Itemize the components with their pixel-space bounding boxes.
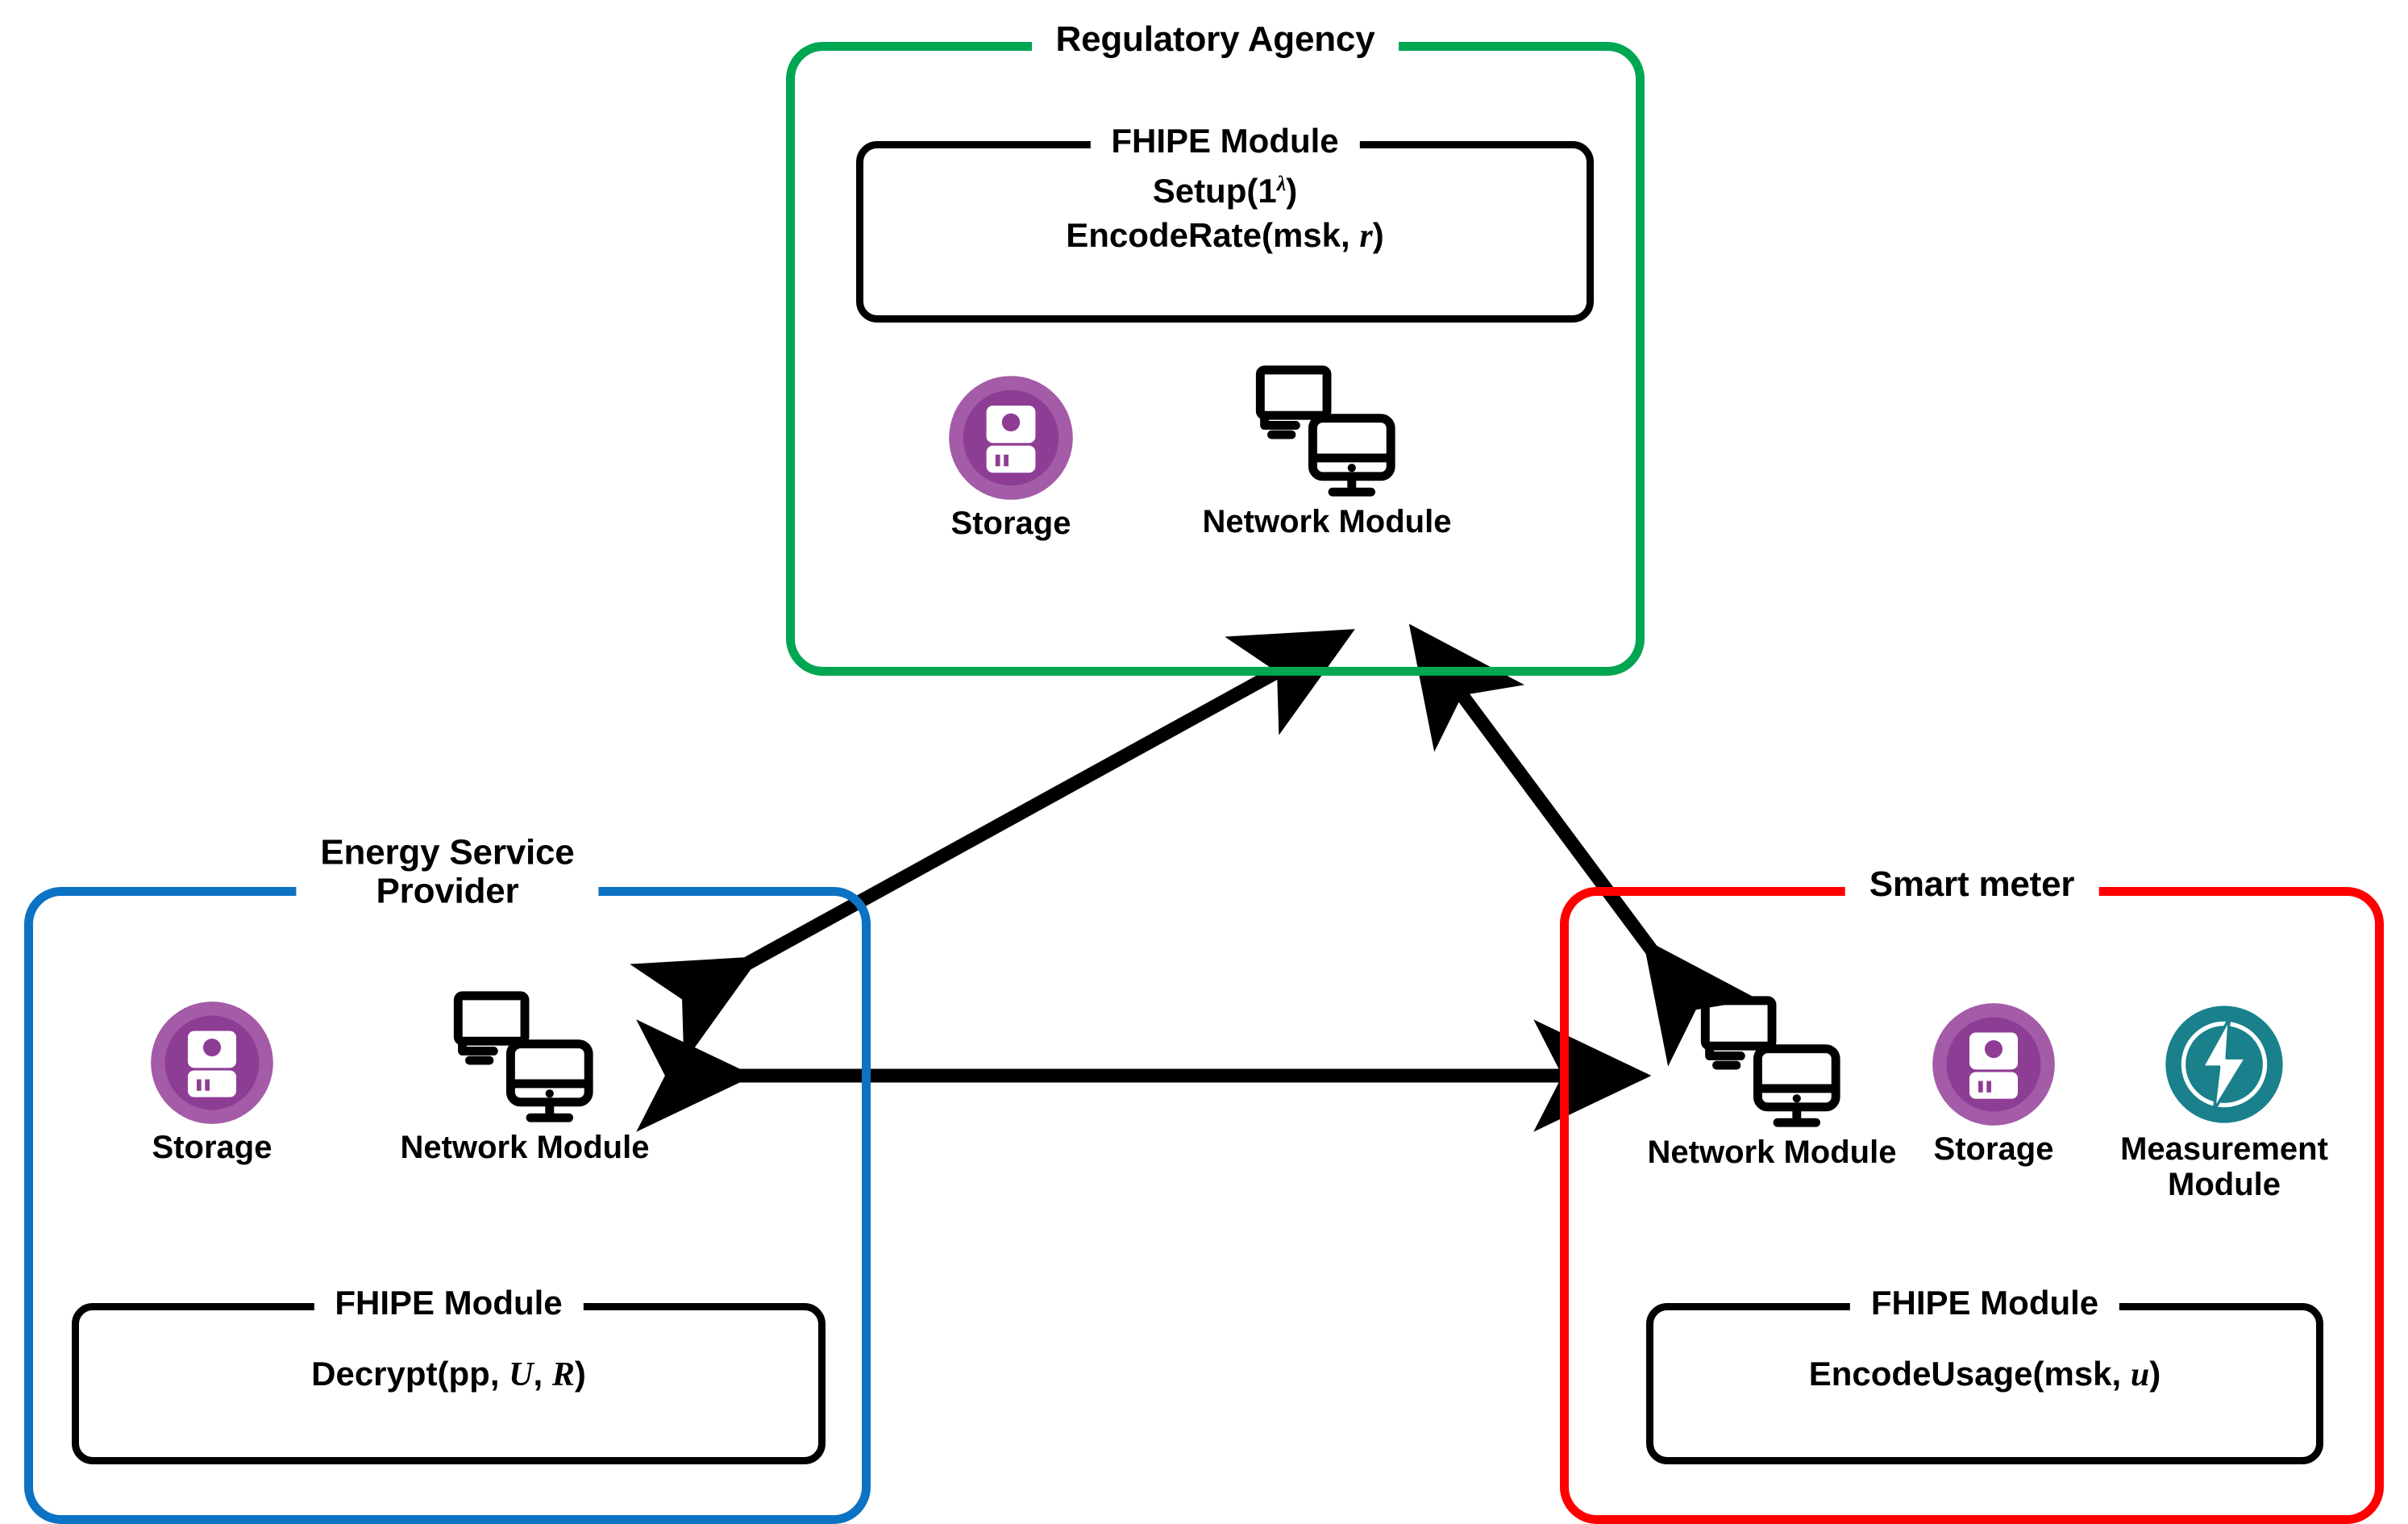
fhipe-line-encodeusage: EncodeUsage(msk, u) xyxy=(1808,1355,2161,1393)
fhipe-module-body: EncodeUsage(msk, u) xyxy=(1653,1352,2316,1397)
fhipe-module-title: FHIPE Module xyxy=(1849,1282,2120,1324)
module-label: Network Module xyxy=(400,1130,650,1165)
fhipe-module-body: Decrypt(pp, U, R) xyxy=(79,1352,818,1397)
entity-regulatory-agency[interactable]: Regulatory Agency FHIPE Module Setup(1λ)… xyxy=(786,15,1645,676)
module-measurement-smart-meter[interactable]: Measurement Module xyxy=(2091,1001,2357,1202)
module-storage-regulatory-agency[interactable]: Storage xyxy=(890,373,1132,541)
network-module-icon xyxy=(1255,365,1395,497)
module-label: Network Module xyxy=(1202,504,1452,539)
fhipe-module-title: FHIPE Module xyxy=(1090,120,1360,162)
entity-title-energy-service-provider: Energy Service Provider xyxy=(296,828,599,915)
entity-smart-meter[interactable]: Smart meter Network Module xyxy=(1560,860,2384,1524)
module-storage-esp[interactable]: Storage xyxy=(91,999,333,1165)
fhipe-module-esp: FHIPE Module Decrypt(pp, U, R) xyxy=(72,1282,826,1464)
measurement-module-icon xyxy=(2165,1006,2283,1123)
fhipe-module-body: Setup(1λ) EncodeRate(msk, r) xyxy=(863,169,1587,258)
storage-icon xyxy=(949,376,1073,500)
fhipe-line-decrypt: Decrypt(pp, U, R) xyxy=(311,1355,586,1393)
fhipe-module-smart-meter: FHIPE Module EncodeUsage(msk, u) xyxy=(1646,1282,2323,1464)
entity-title-regulatory-agency: Regulatory Agency xyxy=(1031,15,1399,64)
entity-title-smart-meter: Smart meter xyxy=(1844,860,2099,909)
storage-icon xyxy=(1932,1003,2055,1126)
module-label: Storage xyxy=(950,506,1071,541)
module-label: Storage xyxy=(1933,1131,2054,1167)
storage-icon xyxy=(151,1001,273,1124)
module-network-smart-meter[interactable]: Network Module xyxy=(1611,986,1933,1170)
fhipe-line-encoderate: EncodeRate(msk, r) xyxy=(1066,215,1384,255)
module-network-regulatory-agency[interactable]: Network Module xyxy=(1158,356,1496,539)
module-label: Measurement Module xyxy=(2120,1131,2328,1202)
network-module-icon xyxy=(1700,996,1840,1127)
module-network-esp[interactable]: Network Module xyxy=(356,981,694,1165)
fhipe-module-title: FHIPE Module xyxy=(314,1282,584,1324)
entity-energy-service-provider[interactable]: Energy Service Provider Storage xyxy=(24,828,871,1524)
network-module-icon xyxy=(453,991,593,1122)
fhipe-line-setup: Setup(1λ) xyxy=(1152,172,1298,210)
fhipe-module-regulatory-agency: FHIPE Module Setup(1λ) EncodeRate(msk, r… xyxy=(856,120,1594,323)
module-label: Network Module xyxy=(1647,1135,1897,1170)
module-storage-smart-meter[interactable]: Storage xyxy=(1885,1001,2102,1167)
module-label: Storage xyxy=(152,1130,272,1165)
